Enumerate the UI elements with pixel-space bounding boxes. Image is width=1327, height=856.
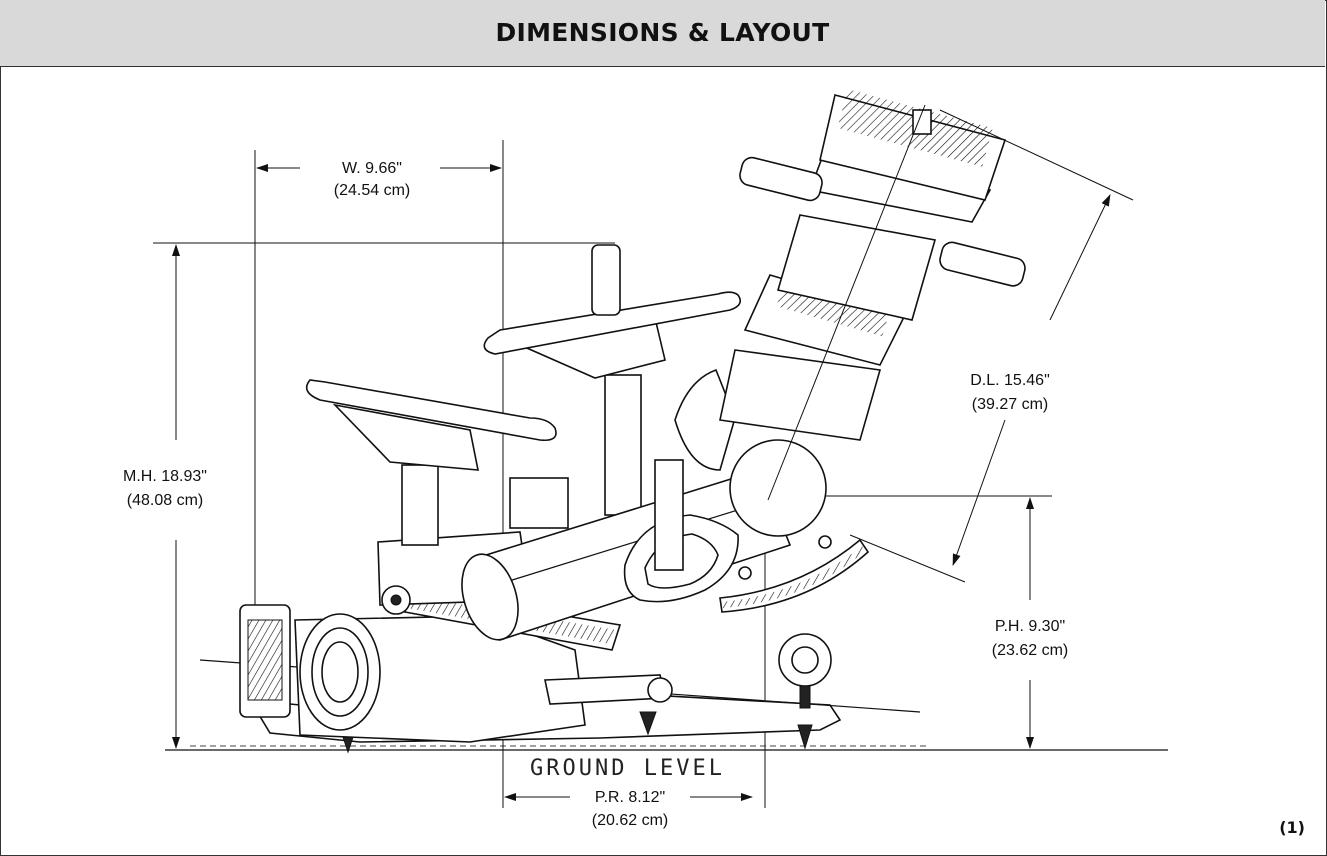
monitor-illustration <box>199 89 1026 754</box>
max-height-metric: (48.08 cm) <box>127 492 203 509</box>
page-title: DIMENSIONS & LAYOUT <box>495 18 830 47</box>
ground-level-label: GROUND LEVEL <box>530 756 725 781</box>
header-bar: DIMENSIONS & LAYOUT <box>0 0 1325 67</box>
discharge-barrel <box>776 214 937 321</box>
pivot-joint <box>729 439 827 537</box>
left-handwheel <box>305 379 557 442</box>
nozzle-handle-right <box>939 241 1026 287</box>
lever-arm <box>654 459 684 571</box>
pivot-height-metric: (23.62 cm) <box>992 642 1068 659</box>
lock-block <box>509 477 569 529</box>
pivot-radius-label: P.R. 8.12" <box>595 789 665 806</box>
discharge-length-label: D.L. 15.46" <box>970 372 1050 389</box>
pivot-height-label: P.H. 9.30" <box>995 618 1065 635</box>
right-handwheel <box>483 291 741 355</box>
max-height-label: M.H. 18.93" <box>123 468 207 485</box>
ground-spike-middle <box>639 711 657 736</box>
right-handwheel-post <box>604 374 642 516</box>
discharge-base <box>719 349 882 441</box>
vertical-gear <box>719 538 870 613</box>
nozzle-handle-left <box>739 156 823 202</box>
handwheel-knob <box>591 244 621 316</box>
figure-number: (1) <box>1279 818 1305 837</box>
ground-spike-right <box>797 724 813 750</box>
width-metric: (24.54 cm) <box>334 182 410 199</box>
left-handwheel-hub <box>332 403 479 471</box>
max-height-dimension <box>153 242 615 749</box>
nozzle-tip-cap <box>912 109 932 135</box>
left-handwheel-post <box>401 464 439 546</box>
pivot-radius-metric: (20.62 cm) <box>592 812 668 829</box>
width-label: W. 9.66" <box>342 160 402 177</box>
ground-line <box>165 745 1168 751</box>
monitor-dimension-drawing: GROUND LEVEL W. 9.66" (24.54 cm) M.H. 18… <box>123 89 1168 829</box>
discharge-length-metric: (39.27 cm) <box>972 396 1048 413</box>
